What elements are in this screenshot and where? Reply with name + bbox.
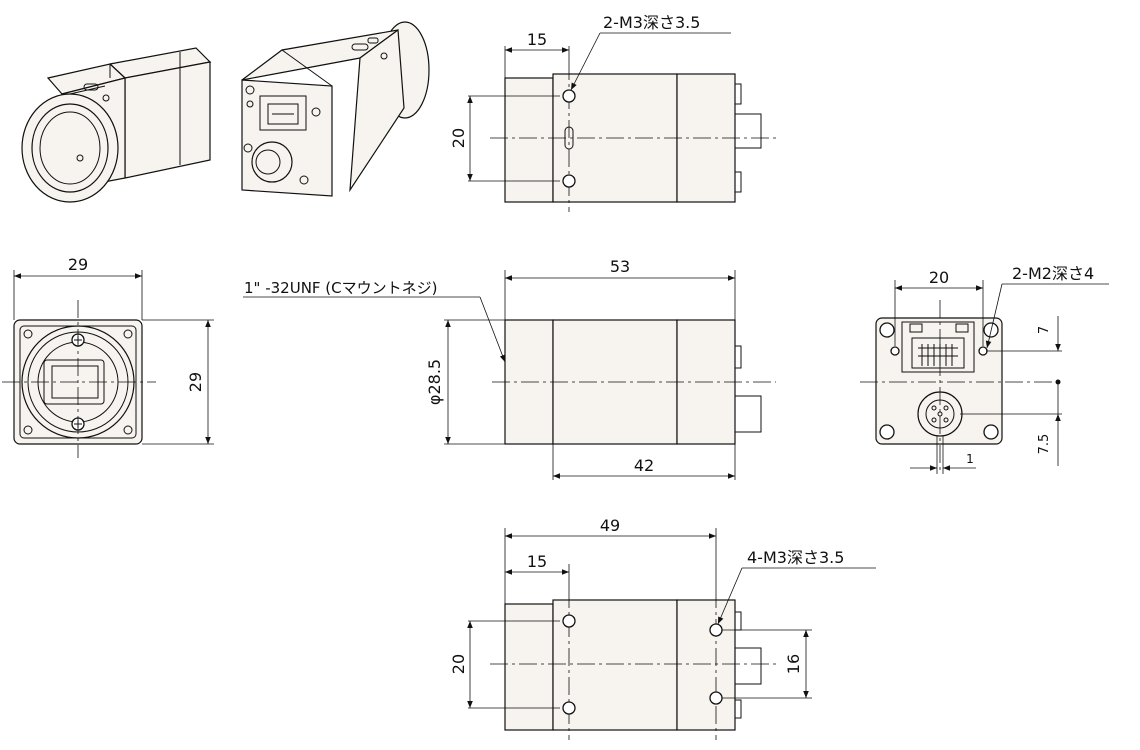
rear-dim-20: 20	[929, 268, 949, 287]
side-dim-diameter: φ28.5	[425, 359, 444, 405]
front-view	[2, 270, 214, 458]
top-dim-20: 20	[449, 128, 468, 148]
bottom-dim-49: 49	[600, 516, 620, 535]
front-dim-29-width: 29	[68, 255, 88, 274]
rear-view	[860, 280, 1109, 474]
bottom-dim-15: 15	[527, 552, 547, 571]
rear-dim-7-5: 7.5	[1037, 434, 1052, 455]
rear-callout: 2-M2深さ4	[1012, 264, 1094, 283]
iso-view-front	[21, 47, 212, 203]
rear-dim-7: 7	[1037, 326, 1052, 334]
mount-callout: 1" -32UNF (Cマウントネジ)	[244, 279, 438, 297]
top-dim-15: 15	[527, 30, 547, 49]
bottom-dim-20: 20	[449, 654, 468, 674]
top-view	[467, 32, 780, 212]
top-callout: 2-M3深さ3.5	[603, 13, 700, 32]
front-dim-29-height: 29	[186, 372, 205, 392]
side-view	[243, 270, 776, 480]
rear-dim-1: 1	[966, 452, 974, 466]
side-dim-53: 53	[610, 257, 630, 276]
bottom-callout: 4-M3深さ3.5	[747, 548, 844, 567]
bottom-view	[467, 528, 876, 740]
side-dim-42: 42	[634, 456, 654, 475]
bottom-dim-16: 16	[784, 654, 803, 674]
iso-view-rear	[241, 21, 430, 197]
